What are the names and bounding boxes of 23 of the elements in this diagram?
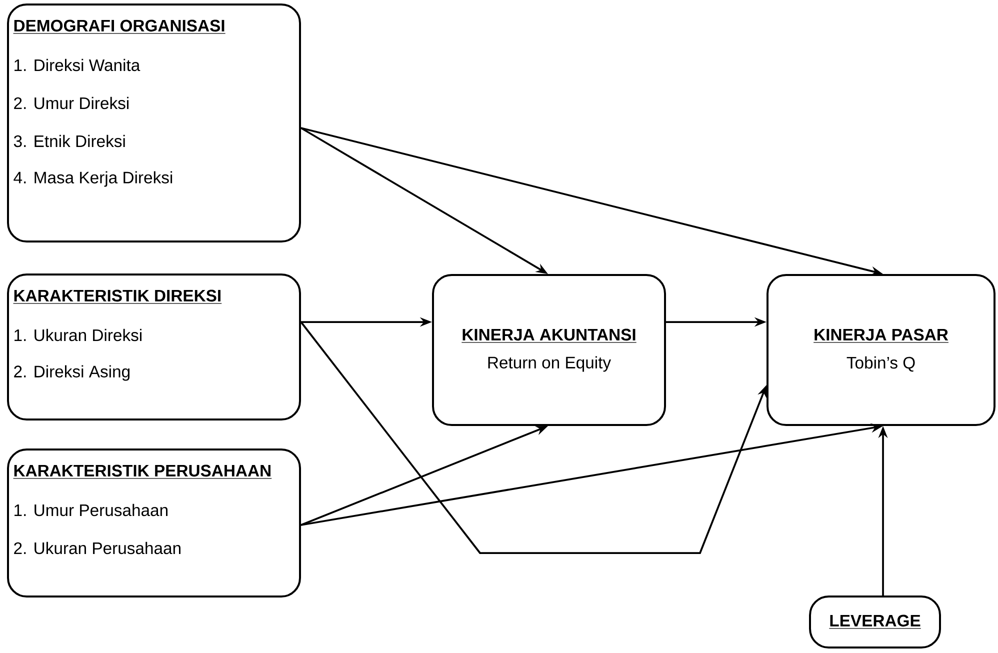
list-item: 2. Ukuran Perusahaan (14, 542, 180, 554)
list-item: 4. Masa Kerja Direksi (14, 171, 172, 187)
heading: KINERJA PASAR (813, 328, 949, 343)
rounded-box (809, 596, 942, 648)
heading: LEVERAGE (828, 614, 922, 629)
arrow (300, 321, 766, 554)
subtitle: Tobin’s Q (846, 356, 915, 372)
heading: KINERJA AKUNTANSI (461, 328, 637, 343)
heading: DEMOGRAFI ORGANISASI (13, 20, 226, 34)
rounded-box (7, 274, 301, 420)
list-item: 2. Umur Direksi (14, 96, 128, 110)
list-item: 2. Direksi Asing (14, 365, 130, 381)
list-item: 1. Ukuran Direksi (14, 328, 142, 342)
rounded-box (432, 274, 666, 426)
rounded-box (7, 4, 301, 242)
subtitle: Return on Equity (488, 356, 612, 372)
heading: KARAKTERISTIK DIREKSI (13, 290, 222, 304)
list-item: 1. Umur Perusahaan (14, 504, 168, 516)
rounded-box (766, 274, 996, 426)
list-item: 1. Direksi Wanita (14, 58, 140, 72)
heading: KARAKTERISTIK PERUSAHAAN (13, 464, 272, 479)
rounded-box (7, 448, 301, 598)
list-item: 3. Etnik Direksi (14, 134, 125, 148)
